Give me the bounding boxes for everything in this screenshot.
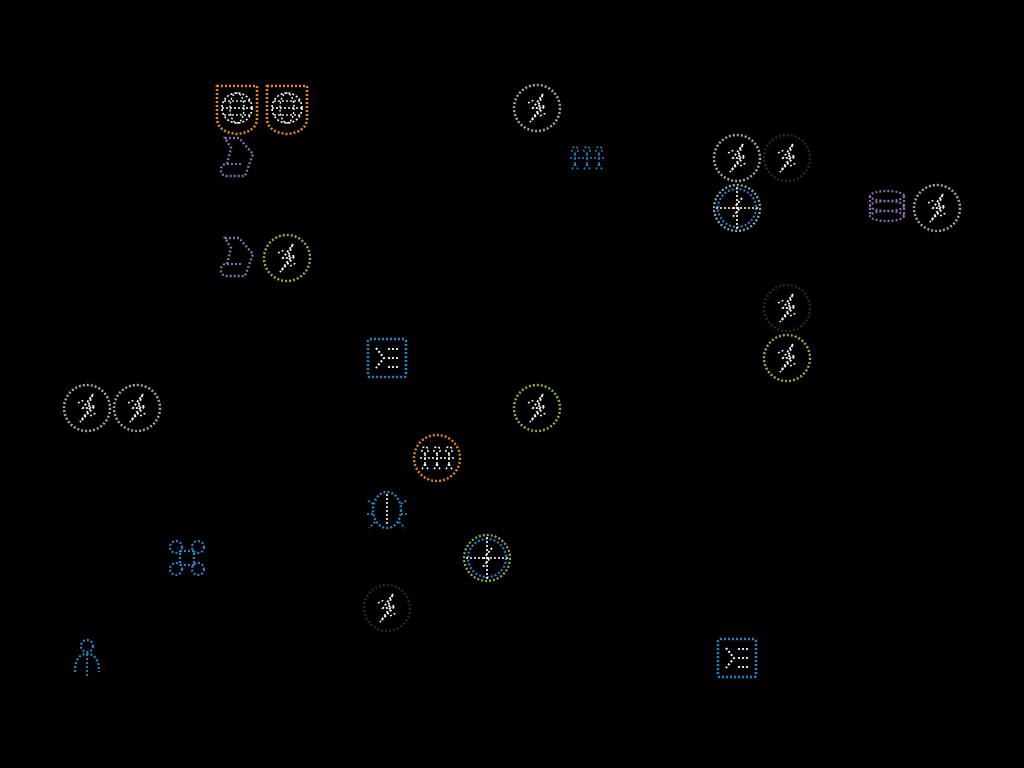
mahjong-tile[interactable] [762,133,812,183]
lightning-icon [262,233,312,283]
scroll-icon [219,236,255,278]
mahjong-tile[interactable] [219,136,255,178]
mahjong-tile[interactable] [868,189,906,223]
mahjong-tile[interactable] [462,533,512,583]
mahjong-tile[interactable] [366,337,408,379]
mahjong-tile[interactable] [570,146,604,172]
person-icon [73,638,101,676]
mahjong-tile[interactable] [712,183,762,233]
mahjong-tile[interactable] [262,233,312,283]
lightning-icon [112,383,162,433]
mahjong-tile[interactable] [762,283,812,333]
mahjong-tile[interactable] [219,236,255,278]
lightning-icon [762,133,812,183]
lightning-icon [512,383,562,433]
command-icon [168,539,206,577]
mahjong-tile[interactable] [512,383,562,433]
bug-icon [366,490,408,530]
mahjong-tile[interactable] [112,383,162,433]
people-icon [412,433,462,483]
database-icon [868,189,906,223]
lightning-icon [362,583,412,633]
mahjong-tile[interactable] [912,183,962,233]
compass-icon [712,183,762,233]
people-icon [570,146,604,172]
lightning-icon [712,133,762,183]
mahjong-tile[interactable] [366,490,408,530]
mahjong-tile[interactable] [512,83,562,133]
mahjong-tile[interactable] [712,133,762,183]
mahjong-tile[interactable] [168,539,206,577]
mahjong-tile[interactable] [73,638,101,676]
sigma-icon [366,337,408,379]
mahjong-tile[interactable] [362,583,412,633]
mahjong-tile[interactable] [762,333,812,383]
lightning-icon [912,183,962,233]
lightning-icon [62,383,112,433]
mahjong-tile[interactable] [265,84,309,136]
globe-icon [215,84,259,136]
lightning-icon [762,333,812,383]
mahjong-tile[interactable] [412,433,462,483]
mahjong-tile[interactable] [62,383,112,433]
lightning-icon [762,283,812,333]
scroll-icon [219,136,255,178]
compass-icon [462,533,512,583]
mahjong-tile[interactable] [215,84,259,136]
globe-icon [265,84,309,136]
sigma-icon [716,637,758,679]
mahjong-tile[interactable] [716,637,758,679]
lightning-icon [512,83,562,133]
